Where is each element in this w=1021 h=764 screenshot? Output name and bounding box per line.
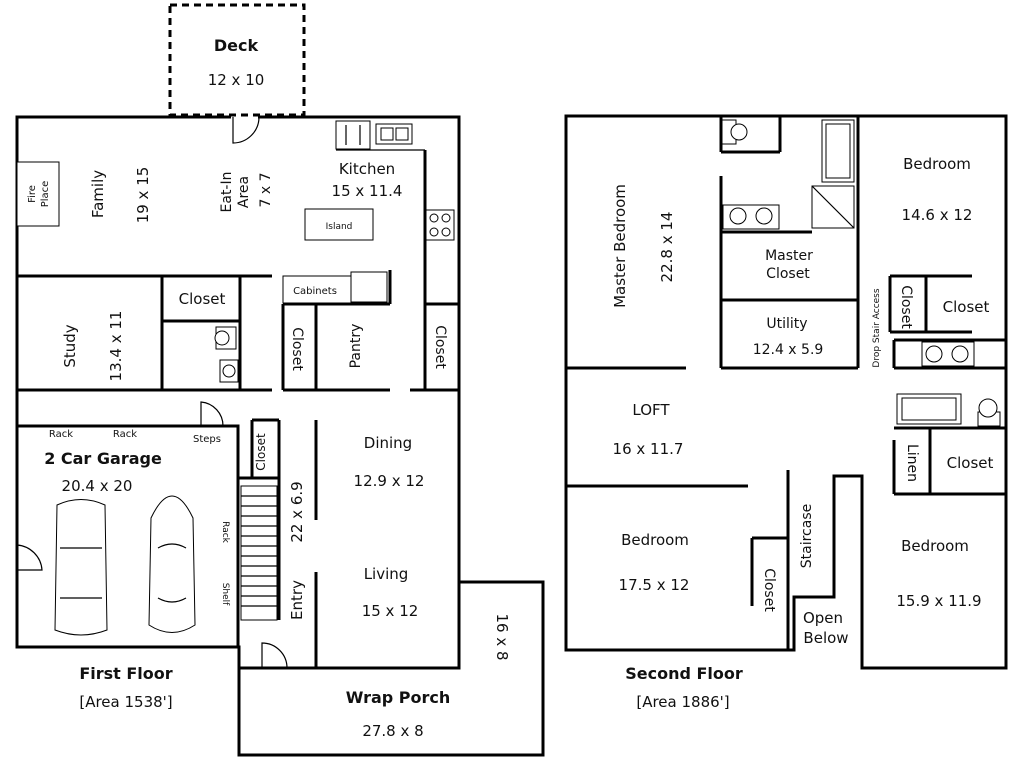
bedroom3-label: Bedroom bbox=[901, 537, 969, 555]
second-floor-area: [Area 1886'] bbox=[636, 693, 729, 711]
second-floor-fixtures bbox=[721, 119, 1001, 427]
second-floor-title: Second Floor bbox=[625, 664, 743, 683]
kitchen-label: Kitchen bbox=[339, 160, 395, 178]
dining-size: 12.9 x 12 bbox=[354, 472, 425, 490]
study-closet-label: Closet bbox=[179, 290, 226, 308]
first-floor-walls bbox=[15, 115, 545, 757]
second-floor-walls bbox=[564, 114, 1008, 670]
staircase-label: Staircase bbox=[799, 504, 815, 568]
garage-size: 20.4 x 20 bbox=[62, 477, 133, 495]
pantry-label: Pantry bbox=[348, 324, 364, 369]
master-bedroom-size: 22.8 x 14 bbox=[658, 212, 676, 283]
stairs-first-floor bbox=[240, 485, 278, 621]
car-icons bbox=[54, 495, 196, 636]
deck-label: Deck bbox=[214, 36, 259, 55]
porch-side-size: 16 x 8 bbox=[493, 613, 511, 660]
bedroom3-closet-label: Closet bbox=[947, 454, 994, 472]
loft-label: LOFT bbox=[632, 401, 670, 419]
second-floor-labels: Master Bedroom 22.8 x 14 Master Closet U… bbox=[611, 155, 993, 711]
porch-size: 27.8 x 8 bbox=[362, 722, 423, 740]
utility-label: Utility bbox=[766, 316, 807, 332]
family-size: 19 x 15 bbox=[134, 167, 152, 224]
deck-size: 12 x 10 bbox=[208, 71, 265, 89]
steps-label: Steps bbox=[193, 434, 221, 445]
island-label: Island bbox=[326, 222, 353, 232]
pantry-closet-label: Closet bbox=[289, 327, 305, 371]
porch-label: Wrap Porch bbox=[346, 688, 451, 707]
drop-stair-label: Drop Stair Access bbox=[872, 288, 882, 367]
bedroom1-size: 14.6 x 12 bbox=[902, 206, 973, 224]
deck: Deck 12 x 10 bbox=[168, 3, 306, 117]
hall-closet-label: Closet bbox=[254, 433, 268, 471]
rack-label-3: Rack bbox=[220, 521, 230, 544]
living-size: 15 x 12 bbox=[362, 602, 419, 620]
open-below-label-2: Below bbox=[803, 629, 848, 647]
half-bath-fixtures bbox=[214, 326, 239, 383]
fireplace: Fire Place bbox=[16, 161, 60, 227]
entry-label: Entry bbox=[288, 580, 306, 620]
kitchen-fixtures: Island Cabinets bbox=[282, 120, 455, 304]
utility-size: 12.4 x 5.9 bbox=[753, 342, 824, 358]
bedroom2-label: Bedroom bbox=[621, 531, 689, 549]
garage-label: 2 Car Garage bbox=[44, 449, 162, 468]
door-swings bbox=[16, 116, 288, 669]
first-floor-area: [Area 1538'] bbox=[79, 693, 172, 711]
bedroom1-label: Bedroom bbox=[903, 155, 971, 173]
master-closet-label-2: Closet bbox=[766, 266, 810, 282]
kitchen-size: 15 x 11.4 bbox=[332, 182, 403, 200]
first-floor-title: First Floor bbox=[79, 664, 172, 683]
open-below-label-1: Open bbox=[803, 609, 843, 627]
bedroom3-size: 15.9 x 11.9 bbox=[896, 592, 981, 610]
dining-label: Dining bbox=[364, 434, 412, 452]
fireplace-label-1: Fire bbox=[27, 185, 38, 203]
study-label: Study bbox=[61, 324, 79, 367]
first-floor-labels: Family 19 x 15 Eat-In Area 7 x 7 Kitchen… bbox=[44, 160, 511, 740]
eatin-size: 7 x 7 bbox=[258, 173, 274, 208]
family-label: Family bbox=[89, 170, 107, 218]
cabinets-label: Cabinets bbox=[293, 286, 337, 297]
master-bedroom-label: Master Bedroom bbox=[611, 184, 629, 308]
loft-size: 16 x 11.7 bbox=[613, 440, 684, 458]
bedroom1-closet-b-label: Closet bbox=[943, 298, 990, 316]
living-label: Living bbox=[364, 565, 409, 583]
eatin-label-2: Area bbox=[236, 176, 252, 208]
shelf-label: Shelf bbox=[220, 583, 230, 606]
bedroom2-closet-label: Closet bbox=[761, 568, 777, 612]
master-closet-label-1: Master bbox=[765, 248, 813, 264]
kitchen-closet-label: Closet bbox=[432, 325, 448, 369]
study-size: 13.4 x 11 bbox=[107, 311, 125, 382]
bedroom2-size: 17.5 x 12 bbox=[619, 576, 690, 594]
fireplace-label-2: Place bbox=[40, 181, 51, 208]
bedroom1-closet-a-label: Closet bbox=[898, 285, 914, 329]
rack-label-2: Rack bbox=[113, 429, 137, 440]
hall-size: 22 x 6.9 bbox=[288, 481, 306, 542]
eatin-label-1: Eat-In bbox=[219, 172, 235, 213]
linen-label: Linen bbox=[904, 444, 920, 482]
rack-label-1: Rack bbox=[49, 429, 73, 440]
